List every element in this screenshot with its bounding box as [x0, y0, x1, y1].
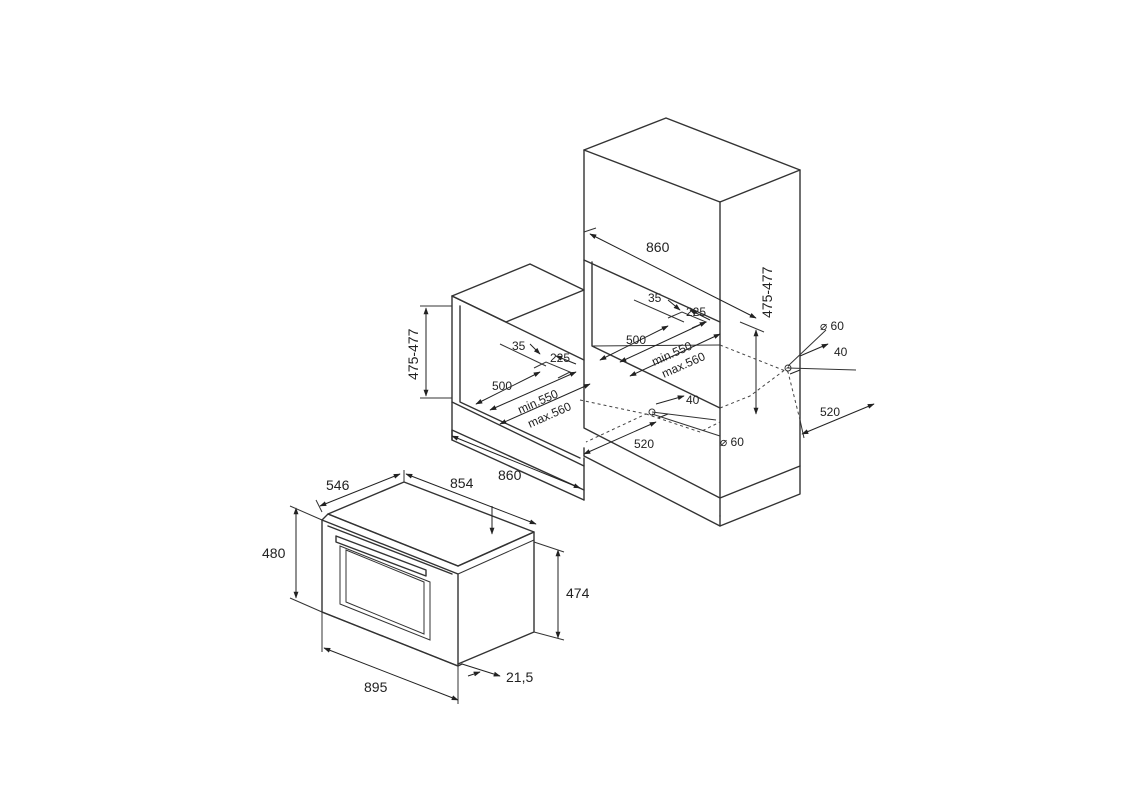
ov-854-dimension-line	[405, 473, 537, 525]
hi-860-dimension-line	[589, 233, 757, 319]
lo-35-label: 35	[512, 339, 526, 353]
lo-40-label: 40	[686, 393, 700, 407]
hi-height-label: 475-477	[759, 266, 775, 318]
tall-cabinet-plinth	[583, 455, 801, 527]
oven	[321, 481, 535, 667]
ov-546-dimension-line	[319, 473, 401, 507]
ov-854-label: 854	[450, 475, 474, 491]
oven-dimensions: 546 854 480 474 895 21,5	[262, 470, 590, 704]
tall-cabinet	[583, 117, 801, 527]
ov-474-label: 474	[566, 585, 590, 601]
hi-225-label: 225	[686, 305, 706, 319]
hi-520-dimension-line	[801, 403, 875, 435]
oven-door-handle	[335, 535, 427, 577]
hi-dia-label: ⌀ 60	[820, 319, 844, 333]
ov-480-label: 480	[262, 545, 286, 561]
ov-546-label: 546	[326, 477, 350, 493]
tall-cabinet-front	[583, 149, 721, 517]
oven-door-window	[339, 545, 431, 641]
oven-side	[457, 531, 535, 665]
tall-cabinet-top	[583, 117, 801, 203]
hi-500-label: 500	[626, 333, 646, 347]
hi-860-label: 860	[646, 239, 670, 255]
lo-height-label: 475-477	[405, 328, 421, 380]
hi-35-label: 35	[648, 291, 662, 305]
ov-895-label: 895	[364, 679, 388, 695]
lo-500-label: 500	[492, 379, 512, 393]
tall-cabinet-dimensions: 860 475-477 35 225 500 min.550 max.560 ⌀…	[583, 227, 875, 439]
lo-860-label: 860	[498, 467, 522, 483]
hi-40-label: 40	[834, 345, 848, 359]
ov-895-dimension-line	[323, 647, 459, 701]
oven-front-frame	[321, 519, 459, 667]
base-cabinet-top	[451, 263, 585, 323]
ov-21-5-label: 21,5	[506, 669, 533, 685]
lo-520-label: 520	[634, 437, 654, 451]
lo-225-label: 225	[550, 351, 570, 365]
lo-dia-label: ⌀ 60	[720, 435, 744, 449]
base-cabinet	[451, 263, 585, 501]
hi-520-label: 520	[820, 405, 840, 419]
base-cabinet-dimensions: 475-477 35 225 500 min.550 max.560 40 ⌀ …	[405, 305, 744, 489]
lo-860-dimension-line	[451, 435, 581, 489]
lo-520-dimension-line	[583, 421, 657, 455]
